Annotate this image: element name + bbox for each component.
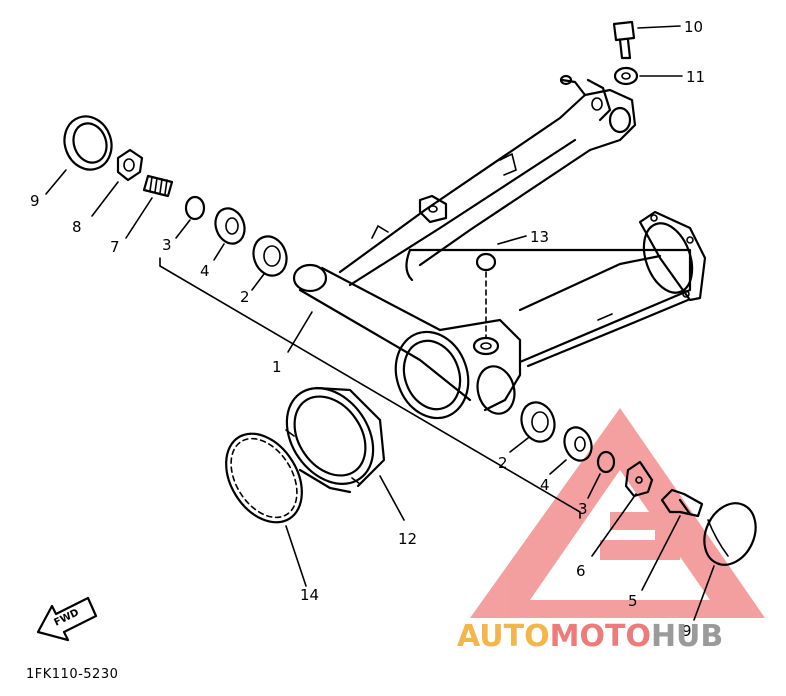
callout-8: 8 — [72, 218, 82, 236]
washer-part-4-left — [214, 207, 246, 245]
watermark-moto: MOTO — [550, 619, 651, 654]
bolt-part-10 — [612, 20, 636, 60]
callout-3-left: 3 — [162, 236, 172, 254]
swing-arm — [292, 74, 707, 420]
callout-14: 14 — [300, 586, 319, 604]
chain-guard-part-12 — [285, 386, 386, 494]
callout-1: 1 — [272, 358, 282, 376]
watermark-auto: AUTO — [457, 619, 550, 654]
bearing-part-2-left — [252, 235, 288, 277]
collar-part-3-left — [184, 195, 206, 221]
collar-part-3-right — [596, 450, 616, 474]
callout-7: 7 — [110, 238, 120, 256]
nut-part-8 — [116, 148, 144, 182]
callout-4-left: 4 — [200, 262, 210, 280]
gasket-part-14 — [225, 432, 303, 524]
callout-4-right: 4 — [540, 476, 550, 494]
svg-text:AUTOMOTOHUB: AUTOMOTOHUB — [457, 619, 723, 654]
part-code-label: 1FK110-5230 — [26, 667, 118, 682]
callout-13: 13 — [530, 228, 549, 246]
callout-3-right: 3 — [578, 500, 588, 518]
callout-2-right: 2 — [498, 454, 508, 472]
callout-11: 11 — [686, 68, 705, 86]
cap-part-9-right — [703, 502, 757, 566]
washer-part-11 — [613, 66, 639, 86]
callout-9-left: 9 — [30, 192, 40, 210]
fwd-arrow: FWD — [36, 596, 98, 642]
callout-6: 6 — [576, 562, 586, 580]
cap-part-13 — [475, 252, 497, 339]
stud-part-7 — [142, 174, 174, 198]
callout-10: 10 — [684, 18, 703, 36]
bearing-part-2-right — [520, 401, 556, 443]
callout-labels: 10 11 9 8 7 3 4 2 13 1 2 4 3 12 14 6 5 9 — [30, 18, 705, 640]
leader-lines — [45, 25, 715, 621]
watermark-triangle-logo — [470, 408, 765, 618]
oil-seal-part-9-left — [63, 115, 113, 171]
callout-5: 5 — [628, 592, 638, 610]
callout-9-right: 9 — [682, 622, 692, 640]
pivot-bolt-part-5 — [660, 488, 704, 518]
callout-2-left: 2 — [240, 288, 250, 306]
washer-part-4-right — [563, 426, 593, 462]
callout-12: 12 — [398, 530, 417, 548]
plate-part-6 — [624, 460, 654, 498]
watermark-hub: HUB — [651, 619, 723, 654]
watermark-text: AUTOMOTOHUB — [457, 619, 723, 654]
